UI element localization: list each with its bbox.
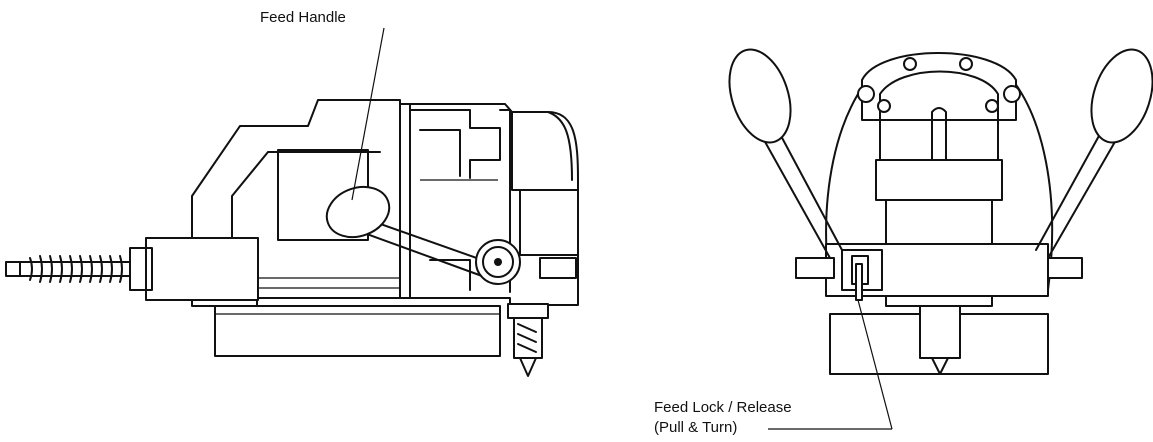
callout-feed-lock: Feed Lock / Release (Pull & Turn) [654, 299, 893, 436]
side-view-drill [5, 99, 579, 377]
feed-handle-label: Feed Handle [260, 9, 346, 26]
feed-lock-sublabel: (Pull & Turn) [654, 419, 737, 436]
feed-lock-label: Feed Lock / Release [654, 399, 792, 416]
callout-feed-handle: Feed Handle [260, 9, 385, 201]
front-view-drill [728, 48, 1153, 375]
